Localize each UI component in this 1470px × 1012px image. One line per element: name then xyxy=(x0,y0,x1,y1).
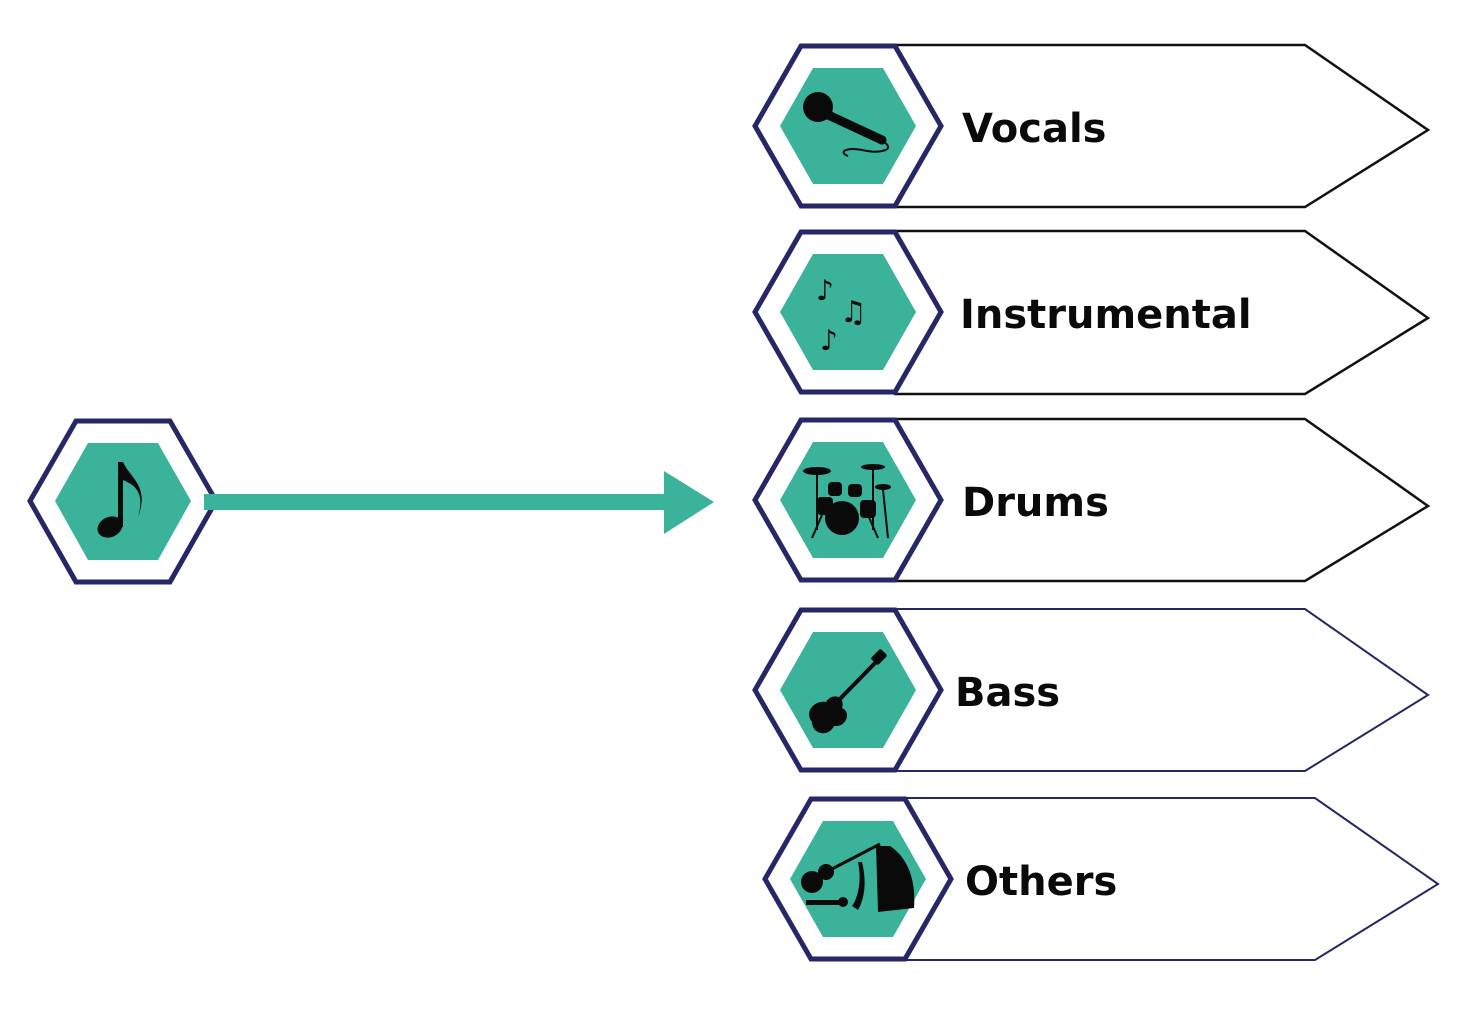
category-others: Others xyxy=(762,796,1440,962)
svg-text:♪: ♪ xyxy=(820,324,838,357)
category-drums: Drums xyxy=(752,417,1431,583)
instruments-icon xyxy=(801,842,915,912)
svg-text:♪: ♪ xyxy=(816,274,834,307)
category-label-drums: Drums xyxy=(962,480,1109,526)
category-instrumental: ♪ ♫ ♪ Instrumental xyxy=(752,229,1431,396)
category-label-instrumental: Instrumental xyxy=(960,292,1252,338)
category-bass: Bass xyxy=(752,607,1430,773)
svg-text:♫: ♫ xyxy=(840,295,867,330)
category-label-vocals: Vocals xyxy=(962,106,1106,152)
category-label-bass: Bass xyxy=(955,670,1060,716)
category-hexagon-fill xyxy=(780,254,916,370)
bass-guitar-icon xyxy=(809,649,887,734)
drum-kit-icon xyxy=(803,464,891,539)
category-label-others: Others xyxy=(965,859,1117,905)
music-note-icon xyxy=(97,462,142,538)
music-notes-icon: ♪ ♫ ♪ xyxy=(816,274,867,357)
microphone-icon xyxy=(803,92,890,157)
category-vocals: Vocals xyxy=(752,43,1431,209)
connector-arrow xyxy=(204,471,714,534)
